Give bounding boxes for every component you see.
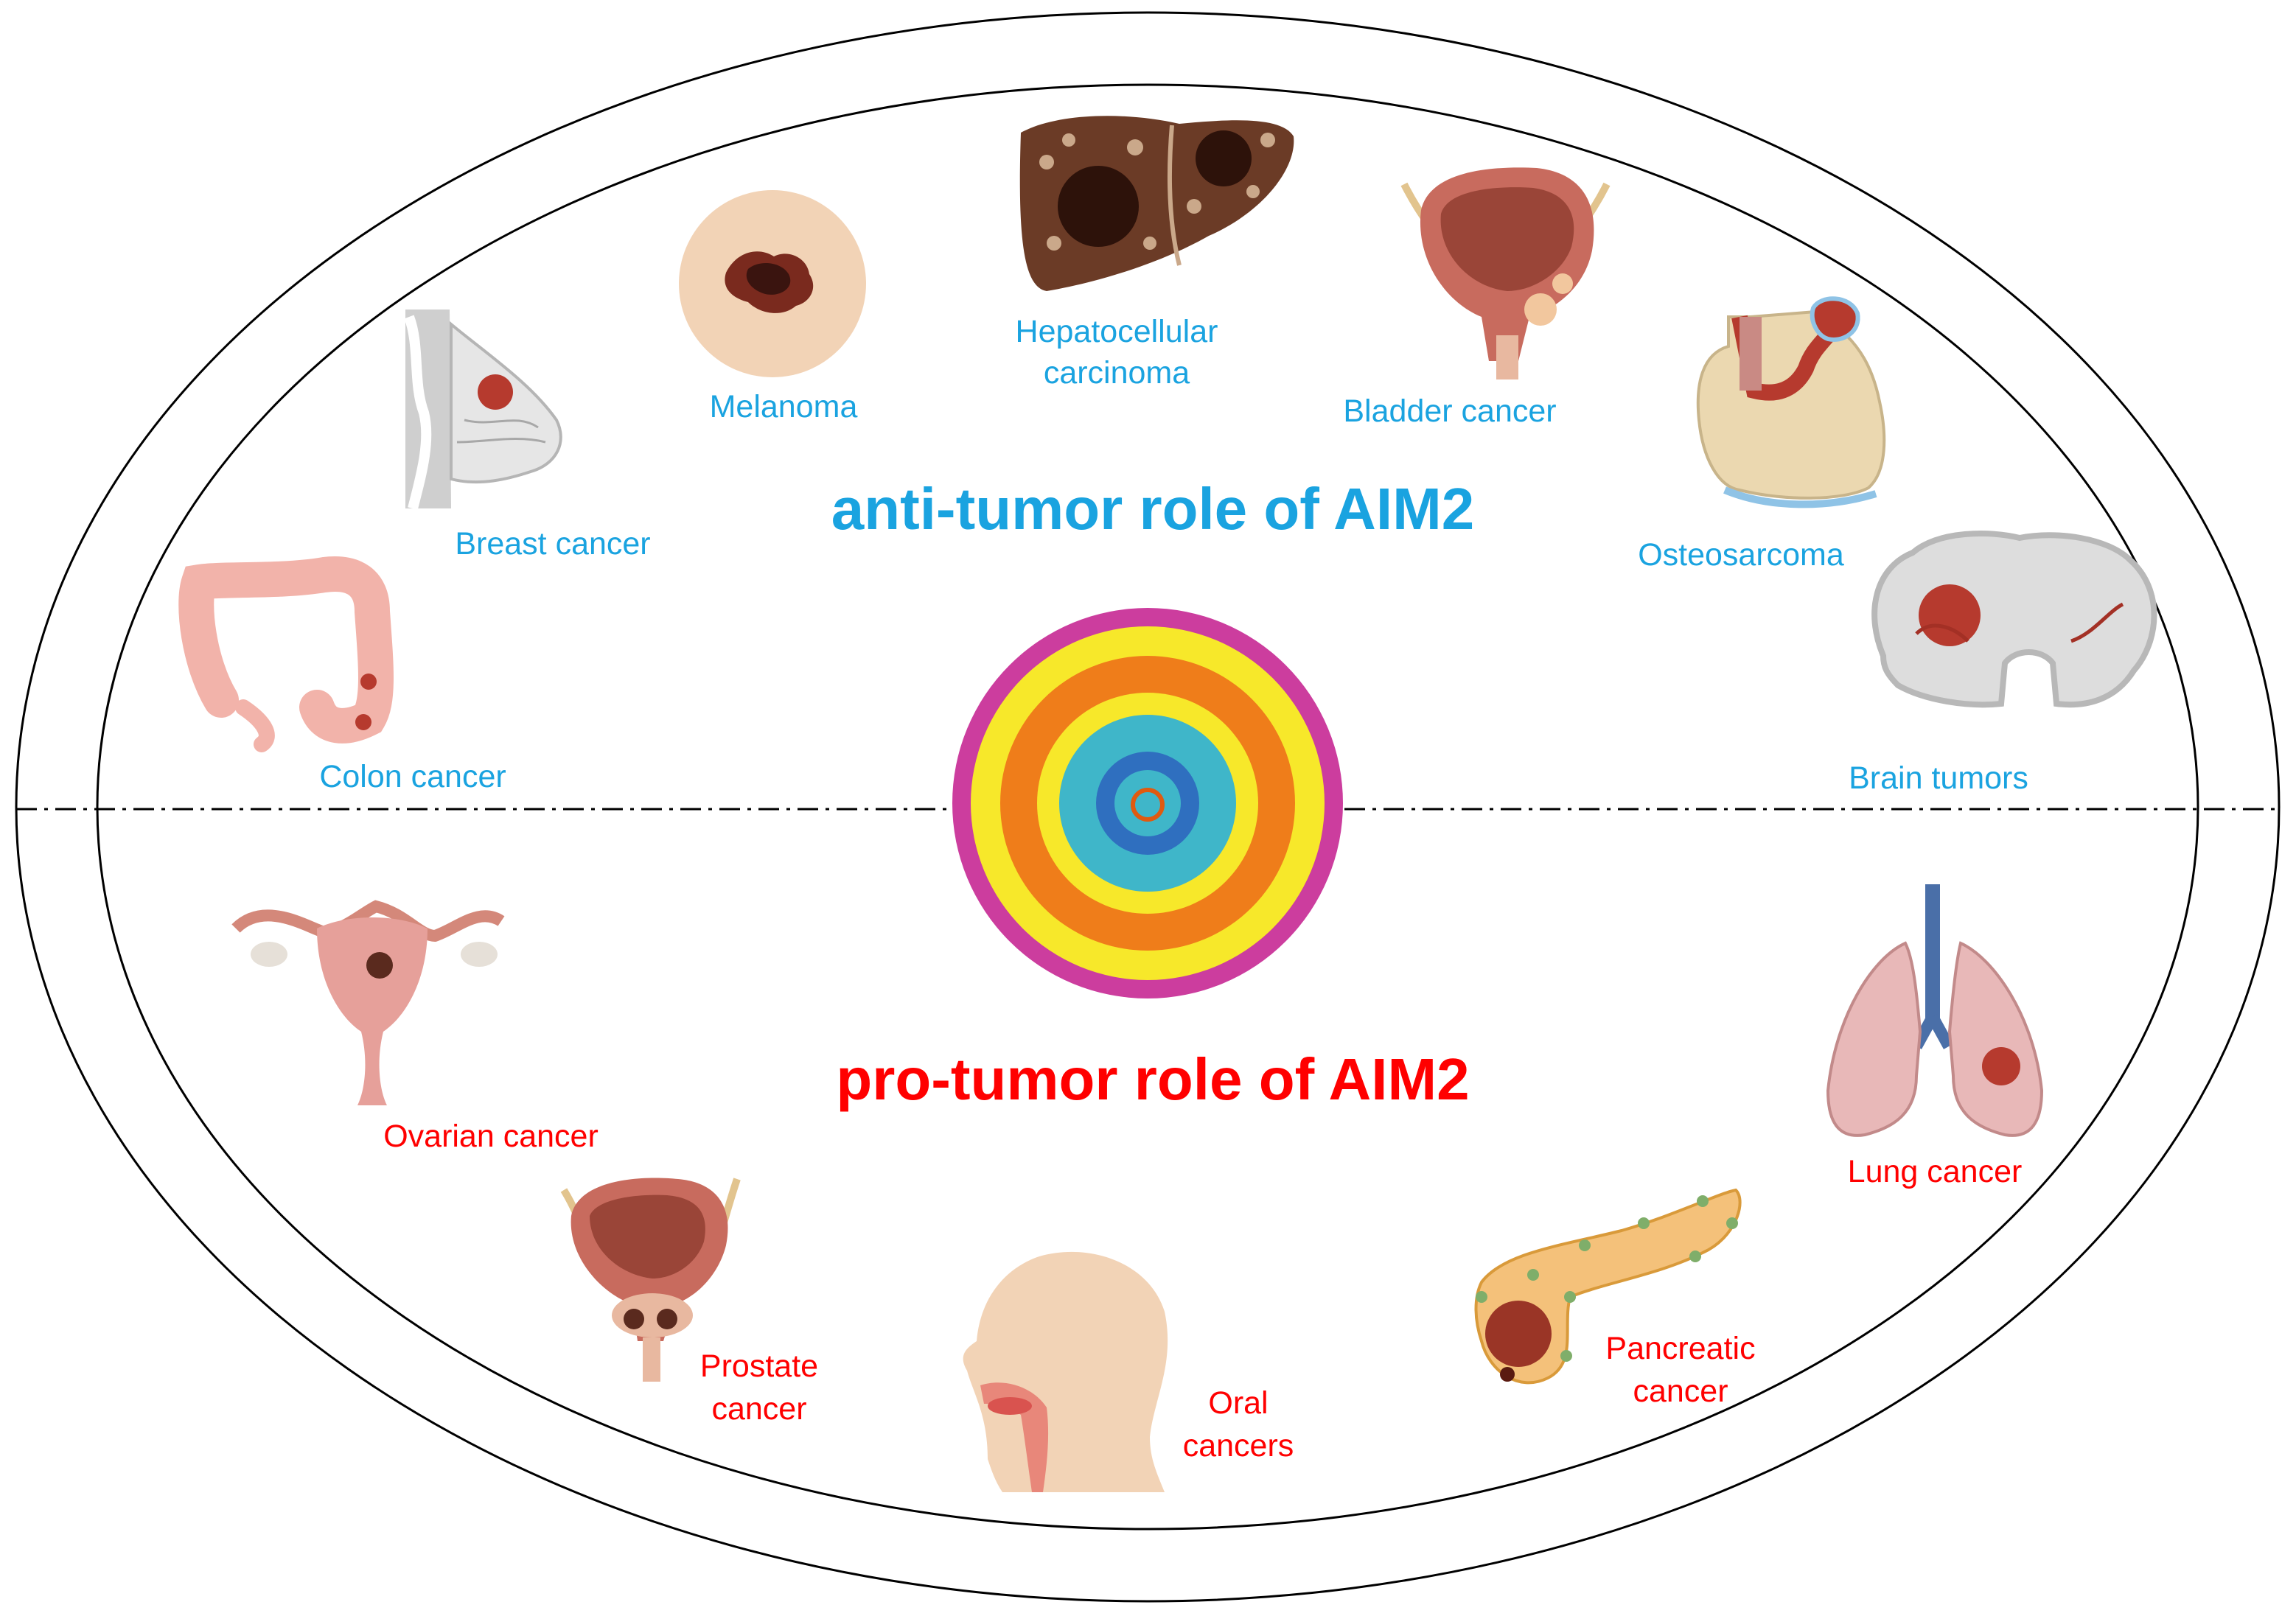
lung-icon — [1826, 884, 2044, 1137]
brain-icon — [1871, 531, 2157, 708]
label-hcc-line1: Hepatocellular — [1016, 314, 1218, 349]
label-lung-cancer: Lung cancer — [1848, 1154, 2023, 1189]
label-hcc-line2: carcinoma — [1044, 355, 1190, 391]
inner-ellipse — [96, 83, 2199, 1531]
outer-ellipse — [15, 11, 2281, 1603]
prostate-icon — [560, 1178, 741, 1382]
pro-tumor-heading: pro-tumor role of AIM2 — [836, 1046, 1469, 1112]
colon-icon — [178, 556, 394, 752]
label-ovarian-cancer: Ovarian cancer — [383, 1119, 599, 1154]
melanoma-icon — [679, 190, 866, 377]
label-breast-cancer: Breast cancer — [455, 526, 650, 562]
label-brain-tumors: Brain tumors — [1849, 760, 2028, 796]
liver-icon — [1019, 116, 1294, 291]
pancreas-icon — [1474, 1188, 1742, 1385]
aim2-structure-icon — [952, 608, 1343, 998]
anti-tumor-heading: anti-tumor role of AIM2 — [831, 476, 1475, 542]
label-oral-line2: cancers — [1183, 1428, 1294, 1463]
label-pancreatic-line1: Pancreatic — [1605, 1331, 1755, 1366]
head-icon — [963, 1251, 1168, 1492]
breast-icon — [404, 309, 562, 510]
label-bladder-cancer: Bladder cancer — [1343, 393, 1556, 429]
bladder-icon — [1400, 167, 1611, 379]
bone-icon — [1696, 296, 1886, 508]
label-colon-cancer: Colon cancer — [319, 759, 506, 794]
label-pancreatic-line2: cancer — [1633, 1374, 1728, 1409]
ovary-icon — [231, 900, 505, 1105]
label-prostate-line2: cancer — [711, 1391, 806, 1427]
label-osteosarcoma: Osteosarcoma — [1638, 537, 1844, 573]
label-melanoma: Melanoma — [710, 389, 858, 424]
label-oral-line1: Oral — [1208, 1385, 1268, 1421]
label-prostate-line1: Prostate — [700, 1349, 818, 1384]
